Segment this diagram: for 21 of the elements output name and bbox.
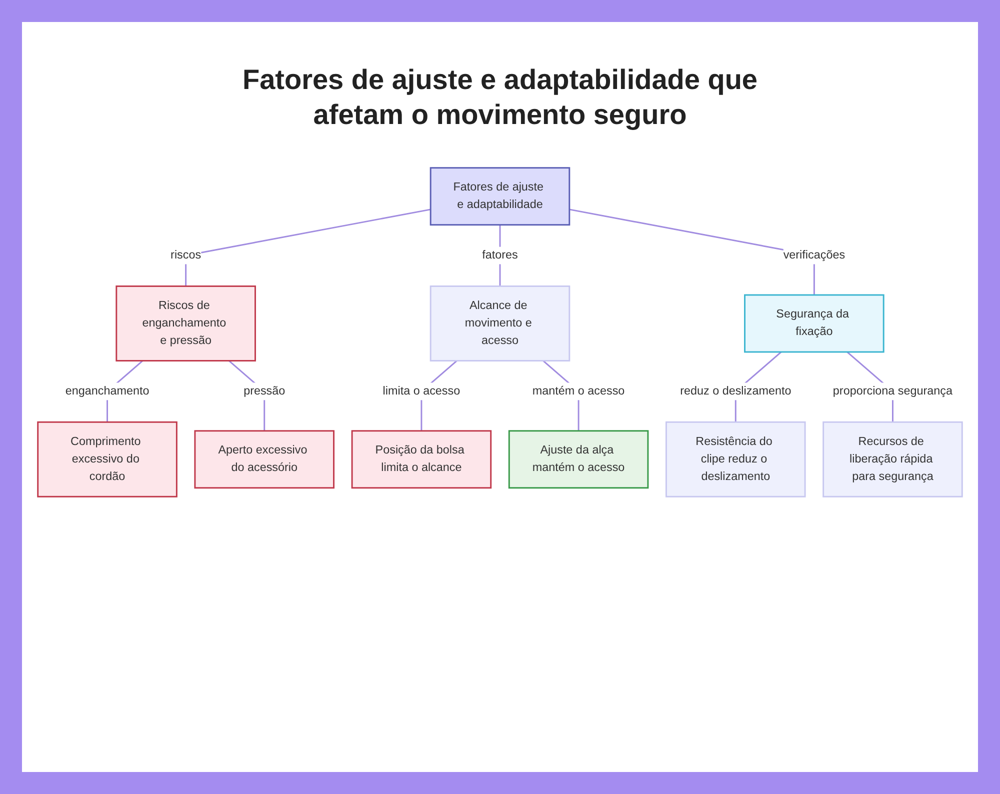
node-box: Ajuste da alça mantém o acesso — [508, 430, 649, 489]
node-box: Alcance de movimento e acesso — [430, 285, 570, 362]
node-box: Fatores de ajuste e adaptabilidade — [430, 167, 570, 226]
edge-label: proporciona segurança — [832, 384, 953, 398]
edge-label: enganchamento — [65, 384, 150, 398]
edge-label: reduz o deslizamento — [680, 384, 792, 398]
node-box: Segurança da fixação — [744, 294, 884, 353]
node-box: Comprimento excessivo do cordão — [37, 421, 178, 498]
node-box: Aperto excessivo do acessório — [194, 430, 334, 489]
edge-label: fatores — [482, 248, 518, 262]
edge-label: mantém o acesso — [532, 384, 625, 398]
edge-label: limita o acesso — [382, 384, 460, 398]
edge-label: pressão — [244, 384, 286, 398]
diagram-title: Fatores de ajuste e adaptabilidade que afetam o movimento seguro — [241, 63, 759, 132]
node-box: Resistência do clipe reduz o deslizamento — [666, 421, 806, 498]
node-box: Recursos de liberação rápida para segurança — [822, 421, 963, 498]
edge-label: riscos — [170, 248, 202, 262]
node-box: Riscos de enganchamento e pressão — [116, 285, 256, 362]
edge-label: verificações — [783, 248, 846, 262]
node-box: Posição da bolsa limita o alcance — [351, 430, 492, 489]
connector — [185, 208, 431, 286]
